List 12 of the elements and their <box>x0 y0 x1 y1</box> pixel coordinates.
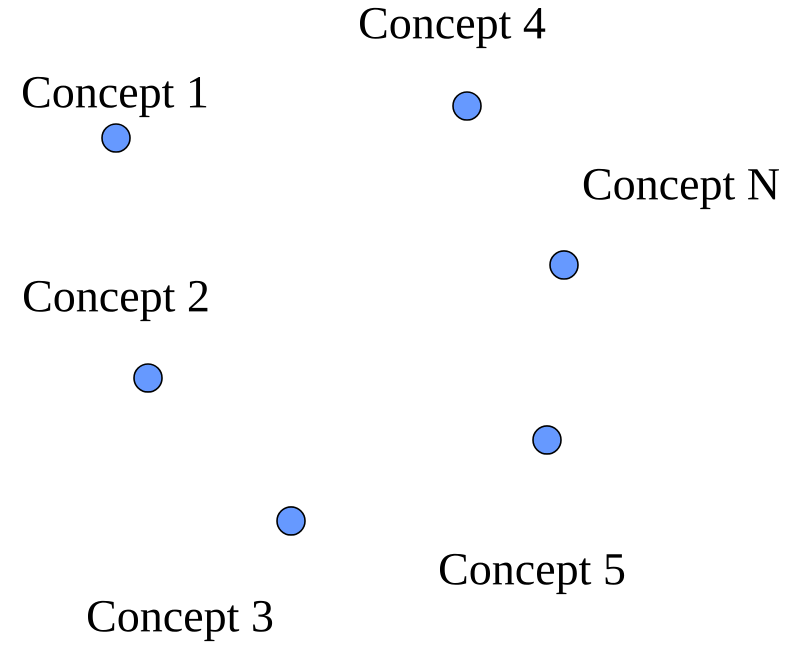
concept-label: Concept 2 <box>24 280 208 322</box>
dot <box>532 425 562 455</box>
concept-label: Concept 1 <box>23 76 206 118</box>
concept-label: Concept N <box>584 168 779 210</box>
concept-label: Concept 5 <box>440 554 624 594</box>
dot <box>133 363 163 393</box>
dot <box>549 250 579 280</box>
dot <box>101 123 131 153</box>
concept-label: Concept 3 <box>88 600 272 642</box>
dot <box>276 506 306 536</box>
dot <box>452 91 482 121</box>
concept-label: Concept 4 <box>360 8 546 48</box>
